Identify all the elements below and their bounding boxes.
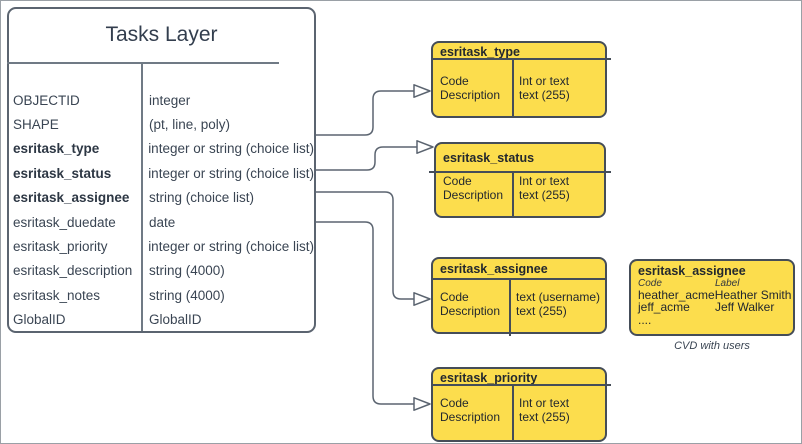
domain-title: esritask_priority [440, 371, 538, 385]
cvd-label-header: Label [715, 278, 740, 289]
domain-column-divider [509, 278, 511, 336]
domain-description-type: text (255) [519, 88, 570, 102]
cvd-row: jeff_acme Jeff Walker [638, 300, 775, 315]
connector-type [316, 90, 414, 136]
tasks-layer-table: Tasks Layer OBJECTID integer SHAPE (pt, … [7, 7, 316, 333]
domain-code-type: text (username) [516, 290, 601, 304]
domain-code-type: Int or text [519, 74, 570, 88]
tasks-layer-title: Tasks Layer [105, 23, 218, 46]
domain-box-esritask-type: esritask_type Code Description Int or te… [431, 41, 611, 118]
arrowhead-status-icon [416, 140, 434, 154]
domain-description-label: Description [440, 304, 501, 318]
domain-description-type: text (255) [519, 188, 570, 202]
domain-code-label: Code [440, 74, 469, 88]
domain-title: esritask_status [443, 151, 535, 165]
field-list: OBJECTID integer SHAPE (pt, line, poly) … [9, 88, 314, 332]
title-divider [7, 62, 279, 64]
domain-box-esritask-status: esritask_status Code Description Int or … [429, 142, 611, 218]
field-row-shape: SHAPE (pt, line, poly) [13, 117, 231, 133]
cvd-box-esritask-assignee: esritask_assignee Code Label heather_acm… [629, 259, 795, 336]
domain-box-esritask-assignee: esritask_assignee Code Description text … [431, 257, 607, 336]
cvd-rows: heather_acme Heather Smith jeff_acme Jef… [638, 288, 792, 327]
field-row-priority: esritask_priority integer or string (cho… [13, 239, 314, 255]
domain-title-divider [429, 171, 611, 173]
domain-cells: Code Description text (username) text (2… [433, 290, 605, 318]
cvd-code-header: Code [638, 278, 662, 289]
domain-column-divider [512, 58, 514, 116]
cvd-title: esritask_assignee [638, 264, 746, 278]
field-row-objectid: OBJECTID integer [13, 92, 191, 108]
domain-title-divider [432, 278, 607, 280]
field-row-duedate: esritask_duedate date [13, 214, 176, 230]
field-row-type: esritask_type integer or string (choice … [13, 141, 314, 157]
domain-description-label: Description [440, 410, 501, 424]
domain-cells: Code Description Int or text text (255) [433, 74, 605, 102]
domain-code-label: Code [443, 174, 472, 188]
field-row-notes: esritask_notes string (4000) [13, 287, 225, 303]
domain-column-divider [512, 384, 514, 440]
domain-description-type: text (255) [516, 304, 567, 318]
domain-code-label: Code [440, 396, 469, 410]
domain-title-divider [432, 384, 611, 386]
domain-title: esritask_type [440, 45, 520, 59]
column-divider [141, 62, 143, 331]
domain-title-divider [432, 58, 611, 60]
domain-box-esritask-priority: esritask_priority Code Description Int o… [431, 367, 611, 442]
domain-column-divider [512, 171, 514, 216]
domain-cells: Code Description Int or text text (255) [433, 396, 605, 424]
field-row-globalid: GlobalID GlobalID [13, 312, 202, 328]
domain-code-label: Code [440, 290, 469, 304]
domain-description-type: text (255) [519, 410, 570, 424]
connector-priority [316, 221, 414, 405]
field-row-assignee: esritask_assignee string (choice list) [13, 190, 255, 206]
domain-code-type: Int or text [519, 396, 570, 410]
cvd-row: .... [638, 312, 652, 327]
arrowhead-type-icon [413, 84, 431, 98]
cvd-caption: CVD with users [674, 340, 750, 352]
field-row-status: esritask_status integer or string (choic… [13, 165, 314, 181]
cvd-column-headers: Code Label [638, 278, 791, 289]
domain-cells: Code Description Int or text text (255) [436, 174, 604, 202]
arrowhead-priority-icon [413, 397, 431, 411]
field-row-description: esritask_description string (4000) [13, 263, 225, 279]
domain-description-label: Description [443, 188, 504, 202]
domain-title: esritask_assignee [440, 262, 548, 276]
cvd-row: heather_acme Heather Smith [638, 288, 792, 302]
domain-description-label: Description [440, 88, 501, 102]
arrowhead-assignee-icon [413, 292, 431, 306]
connector-assignee [316, 191, 414, 300]
domain-code-type: Int or text [519, 174, 570, 188]
connector-status [316, 146, 417, 171]
